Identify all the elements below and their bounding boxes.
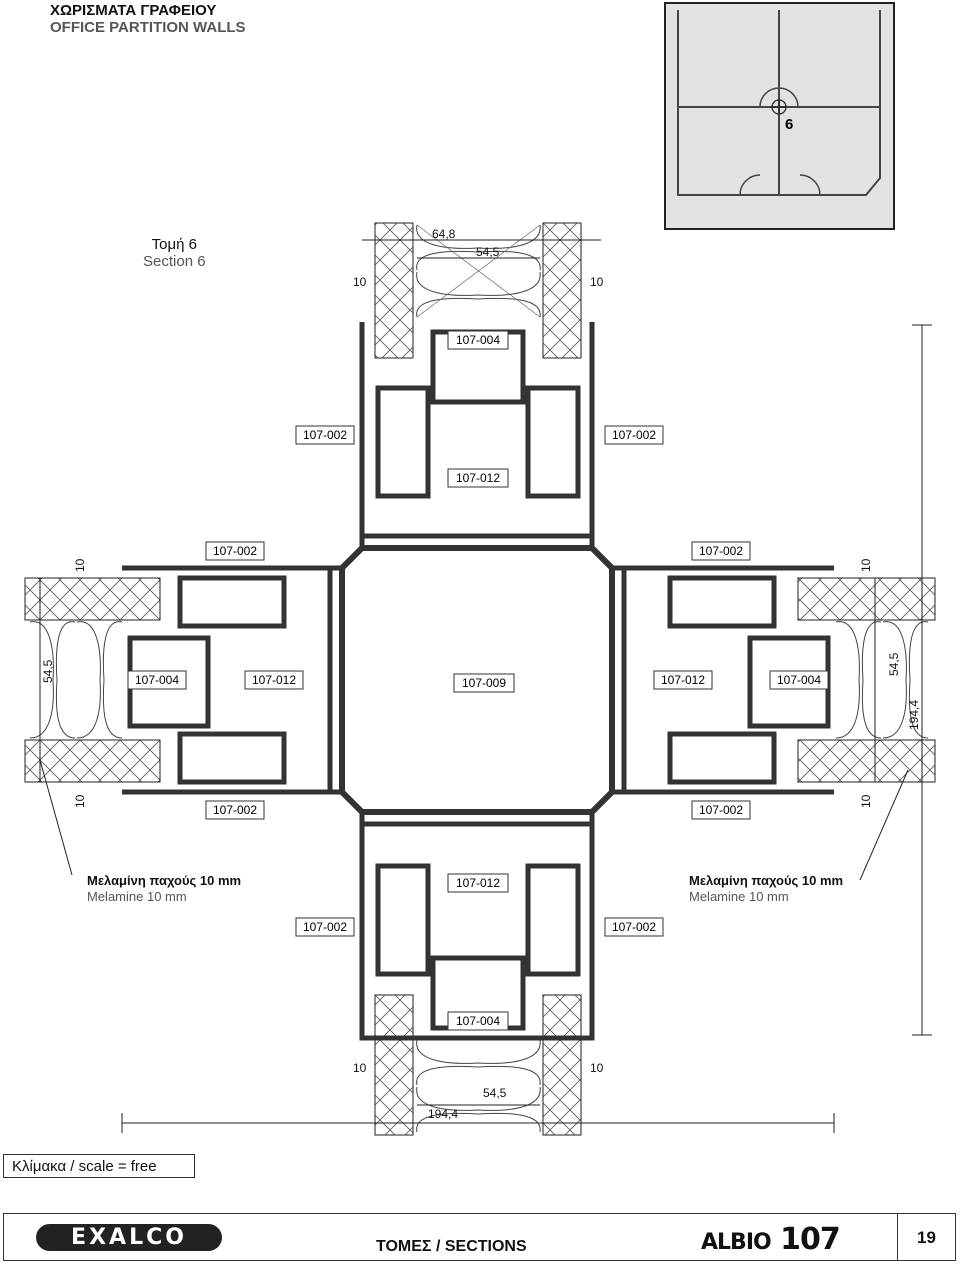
albio-logo-text: ALBIO xyxy=(701,1230,772,1255)
section-title: Τομή 6 Section 6 xyxy=(143,236,206,270)
key-plan: 6 xyxy=(664,2,895,230)
title-greek: ΧΩΡΙΣΜΑΤΑ ΓΡΑΦΕΙΟΥ xyxy=(50,2,217,19)
label-box-left-002-top: 107-002 xyxy=(205,541,265,561)
label-box-left-002-bottom: 107-002 xyxy=(205,800,265,820)
dim-label: 10 xyxy=(859,794,873,808)
profile-label: 107-002 xyxy=(303,920,347,934)
dim-label: 10 xyxy=(73,794,87,808)
label-box-bottom-002-left: 107-002 xyxy=(295,917,355,937)
note-greek: Μελαμίνη παχούς 10 mm xyxy=(689,873,844,888)
bottom-panel xyxy=(374,994,582,1136)
label-box-right-012: 107-012 xyxy=(653,670,713,690)
profile-label: 107-004 xyxy=(777,673,821,687)
dim-label: 194,4 xyxy=(907,700,921,730)
label-box-bottom-004: 107-004 xyxy=(447,1011,509,1031)
note-english: Melamine 10 mm xyxy=(689,889,789,904)
scale-box: Κλίμακα / scale = free xyxy=(3,1154,195,1178)
dim-label: 54,5 xyxy=(887,652,901,676)
profile-label: 107-004 xyxy=(456,1014,500,1028)
label-box-right-004: 107-004 xyxy=(769,670,829,690)
label-box-top-012: 107-012 xyxy=(447,468,509,488)
profile-label: 107-002 xyxy=(699,544,743,558)
dim-label: 194,4 xyxy=(428,1107,458,1121)
label-box-bottom-002-right: 107-002 xyxy=(604,917,664,937)
exalco-logo: EXALCO xyxy=(36,1224,222,1251)
label-box-right-002-top: 107-002 xyxy=(691,541,751,561)
dim-label: 10 xyxy=(73,558,87,572)
label-box-left-012: 107-012 xyxy=(244,670,304,690)
profile-label: 107-012 xyxy=(661,673,705,687)
key-plan-marker: 6 xyxy=(785,116,793,133)
label-box-top-002-right: 107-002 xyxy=(604,425,664,445)
profile-label: 107-012 xyxy=(456,876,500,890)
profile-label: 107-002 xyxy=(303,428,347,442)
right-panel xyxy=(797,577,936,783)
profile-label: 107-009 xyxy=(462,676,506,690)
profile-label: 107-002 xyxy=(213,544,257,558)
label-box-center-009: 107-009 xyxy=(453,673,515,693)
page-number: 19 xyxy=(897,1214,955,1260)
profile-label: 107-002 xyxy=(699,803,743,817)
dimension-lines xyxy=(39,225,932,1133)
label-box-top-002-left: 107-002 xyxy=(295,425,355,445)
dim-label: 10 xyxy=(859,558,873,572)
profile-label: 107-004 xyxy=(135,673,179,687)
note-greek: Μελαμίνη παχούς 10 mm xyxy=(87,873,242,888)
left-panel xyxy=(24,577,161,783)
dim-label: 54,5 xyxy=(483,1086,507,1100)
section-title-greek: Τομή 6 xyxy=(151,236,197,253)
dim-label: 64,8 xyxy=(432,227,456,241)
dim-label: 54,5 xyxy=(476,245,500,259)
label-box-right-002-bottom: 107-002 xyxy=(691,800,751,820)
page-header: ΧΩΡΙΣΜΑΤΑ ΓΡΑΦΕΙΟΥ OFFICE PARTITION WALL… xyxy=(50,2,246,36)
title-english: OFFICE PARTITION WALLS xyxy=(50,19,246,36)
profile-label: 107-002 xyxy=(213,803,257,817)
profile-label: 107-012 xyxy=(456,471,500,485)
profile-label: 107-002 xyxy=(612,920,656,934)
footer: EXALCO ΤΟΜΕΣ / SECTIONS ALBIO 107 19 xyxy=(3,1213,956,1261)
dim-label: 10 xyxy=(590,1061,604,1075)
albio-logo-number: 107 xyxy=(780,1222,841,1257)
label-box-top-004: 107-004 xyxy=(447,330,509,350)
top-panel xyxy=(374,222,582,359)
note-english: Melamine 10 mm xyxy=(87,889,187,904)
dim-label: 10 xyxy=(590,275,604,289)
albio-logo: ALBIO 107 xyxy=(701,1222,841,1257)
dim-label: 54,5 xyxy=(41,659,55,683)
profile-label: 107-004 xyxy=(456,333,500,347)
footer-title: ΤΟΜΕΣ / SECTIONS xyxy=(376,1238,527,1255)
label-box-bottom-012: 107-012 xyxy=(447,873,509,893)
dim-label: 10 xyxy=(353,1061,367,1075)
profile-label: 107-012 xyxy=(252,673,296,687)
profile-label: 107-002 xyxy=(612,428,656,442)
dim-label: 10 xyxy=(353,275,367,289)
label-box-left-004: 107-004 xyxy=(127,670,187,690)
section-title-english: Section 6 xyxy=(143,253,206,270)
note-melamine-left: Μελαμίνη παχούς 10 mm Melamine 10 mm xyxy=(87,873,241,905)
note-melamine-right: Μελαμίνη παχούς 10 mm Melamine 10 mm xyxy=(689,873,843,905)
profile-frames xyxy=(122,322,834,1041)
